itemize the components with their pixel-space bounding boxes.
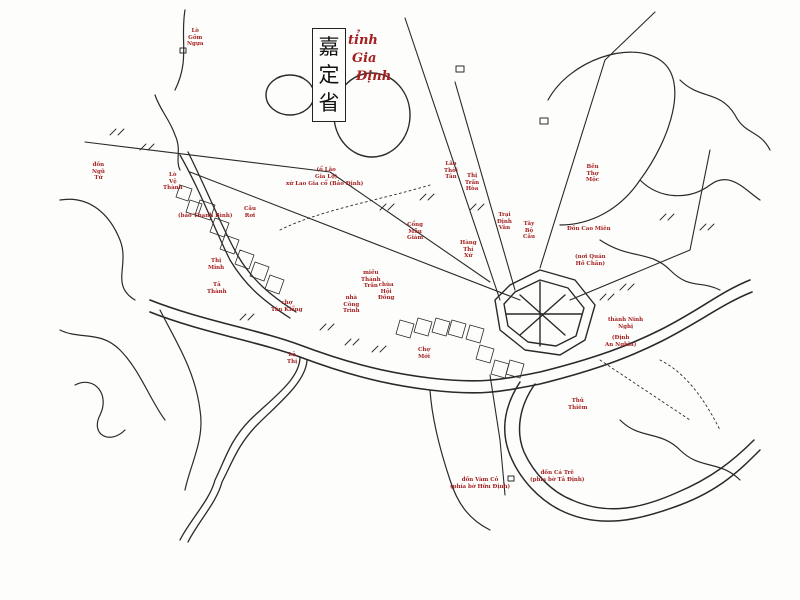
place-label-north-2: Thị Trần Hòa bbox=[465, 173, 480, 192]
title-vietnamese: tỉnh Gia Định bbox=[348, 32, 391, 86]
road-south-1 bbox=[489, 374, 506, 496]
place-label-west-2: Lò Vệ Thành bbox=[163, 172, 183, 191]
tributary-e2 bbox=[599, 239, 721, 291]
canal-southwest-2 bbox=[187, 359, 308, 543]
place-label-southwest-1: Thị Minh bbox=[208, 258, 225, 271]
title-vn-line-2: Gia bbox=[352, 51, 377, 66]
place-label-center-2: chùa Hội Đồng bbox=[378, 282, 395, 301]
canal-west-2 bbox=[187, 151, 297, 313]
place-label-east-1: Đồn Cao Miên bbox=[567, 226, 611, 232]
trail-3 bbox=[659, 359, 721, 431]
place-label-west-1: đồn Ngũ Tứ bbox=[92, 162, 105, 181]
town-blocks-center bbox=[395, 317, 525, 379]
tributary-e4 bbox=[619, 419, 741, 481]
place-label-northeast-2: Tây Bộ Cầu bbox=[523, 221, 535, 240]
tributary-w1 bbox=[59, 198, 136, 301]
north-loop bbox=[547, 51, 676, 226]
place-label-northwest: Lò Gốm Ngựa bbox=[187, 28, 204, 47]
place-label-south-2: đồn Cá Trê (phía bờ Tả Định) bbox=[530, 470, 585, 483]
canal-south-center bbox=[429, 389, 491, 531]
place-label-center-1: miếu Thánh Trần bbox=[361, 270, 381, 289]
main-river-south-bank bbox=[149, 291, 753, 394]
place-label-south-3: đồn Vàm Cỏ (phía bờ Hữu Định) bbox=[450, 477, 511, 490]
place-label-road: (ổ Lão Gia Lộ) bbox=[315, 167, 338, 180]
place-label-north-4: Hàng Thí Xứ bbox=[460, 240, 477, 259]
trail-2 bbox=[599, 359, 691, 421]
place-label-southwest-2: Tả Thành bbox=[207, 282, 227, 295]
place-label-north-3: Trại Định Vân bbox=[497, 212, 512, 231]
main-river-north-bank bbox=[149, 279, 751, 382]
vegetation-marks bbox=[109, 128, 715, 353]
place-label-central-6: Chợ Mới bbox=[418, 347, 431, 360]
place-label-market-2: Lộ Thị bbox=[287, 352, 298, 365]
place-label-east-2: (nơi Quán Hồ Chấn) bbox=[575, 254, 606, 267]
place-label-northeast-1: Bến Thợ Mộc bbox=[586, 164, 600, 183]
title-vn-line-3: Định bbox=[356, 69, 392, 84]
title-vn-line-1: tỉnh bbox=[348, 33, 378, 48]
trail-1 bbox=[279, 184, 431, 231]
place-label-north-1: Lão Thời Tân bbox=[444, 161, 458, 180]
road-northwest-2 bbox=[189, 171, 521, 301]
place-label-south-1: Thủ Thiêm bbox=[568, 398, 588, 411]
place-label-west-4: Cầu Rơi bbox=[244, 206, 256, 219]
road-northwest-1 bbox=[84, 141, 491, 283]
place-label-east-4: (Định An Nghĩa) bbox=[605, 335, 637, 348]
town-blocks-west bbox=[175, 184, 285, 295]
road-northeast-1 bbox=[539, 11, 656, 269]
river-south-bend-b bbox=[518, 383, 755, 510]
title-chinese-box: 嘉 定 省 bbox=[312, 28, 346, 122]
tributary-w4 bbox=[59, 329, 166, 421]
tributary-nw2 bbox=[174, 9, 186, 91]
small-structures bbox=[179, 47, 549, 482]
place-label-center-3: xứ Lao Gia cổ (Bảo Định) bbox=[286, 181, 364, 187]
pond-large-1 bbox=[265, 74, 315, 116]
title-chinese-char-3: 省 bbox=[318, 91, 340, 115]
road-north-2 bbox=[454, 81, 516, 291]
tributary-e3 bbox=[679, 79, 771, 151]
title-chinese-char-1: 嘉 bbox=[318, 35, 340, 59]
place-label-center-4: nhà Công Trình bbox=[343, 295, 360, 314]
tributary-nw bbox=[154, 94, 181, 171]
title-chinese-char-2: 定 bbox=[318, 63, 340, 87]
canal-southwest bbox=[179, 356, 301, 541]
river-south-bend-a bbox=[504, 381, 761, 522]
road-east bbox=[569, 149, 711, 301]
road-north-1 bbox=[404, 17, 501, 301]
tributary-w2 bbox=[74, 381, 126, 438]
place-label-west-3: (bảo Thanh Bình) bbox=[178, 213, 233, 219]
place-label-east-3: thành Ninh Nghị bbox=[608, 317, 644, 330]
place-label-market-1: chợ Tân Kiểng bbox=[271, 300, 303, 313]
place-label-center-5: Cổng Mẫu Giám bbox=[407, 222, 424, 241]
canal-west bbox=[179, 154, 291, 319]
tributary-e1 bbox=[639, 179, 761, 201]
tributary-w3 bbox=[159, 309, 202, 491]
citadel bbox=[494, 269, 596, 356]
